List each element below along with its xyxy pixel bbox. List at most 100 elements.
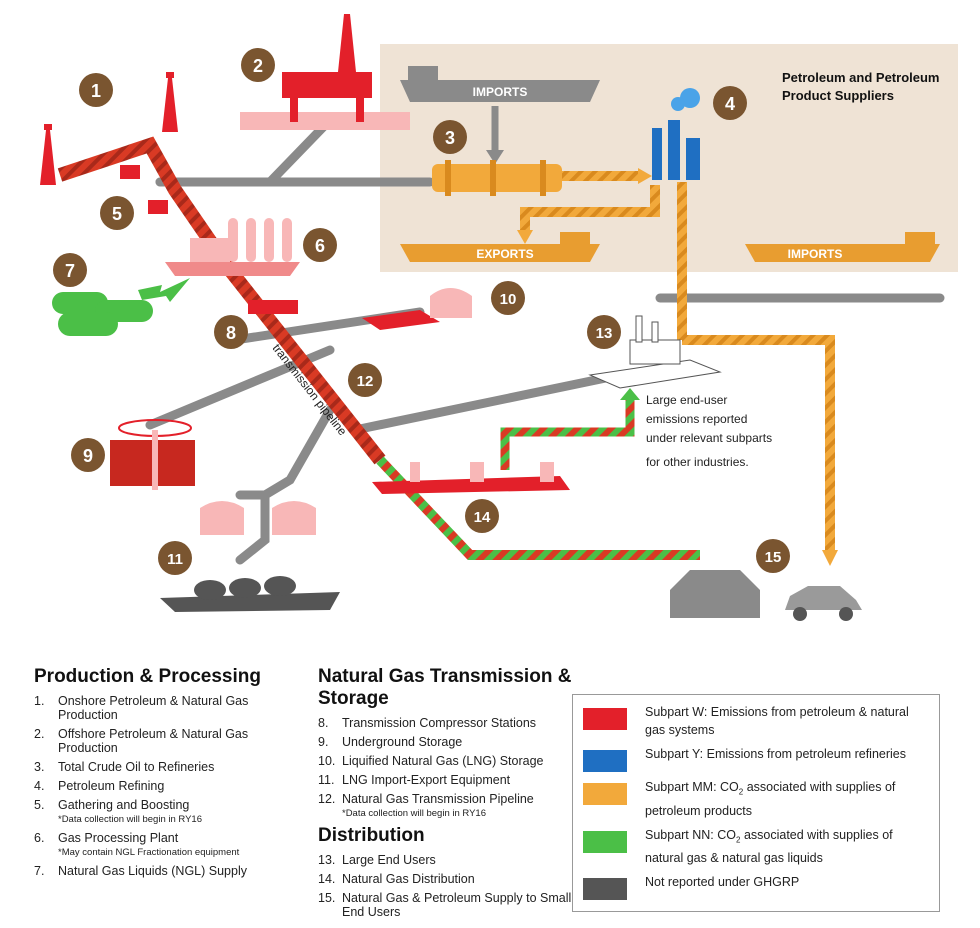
key-label-text: Subpart W: Emissions from petroleum & na… — [645, 705, 909, 737]
small-end-user-house — [670, 570, 760, 618]
svg-text:15: 15 — [765, 549, 782, 566]
compressor-station — [248, 300, 298, 314]
distribution-station — [372, 462, 570, 494]
color-key: Subpart W: Emissions from petroleum & na… — [572, 694, 940, 912]
gas-processing-plant — [165, 218, 300, 276]
callout-12: 12 — [348, 363, 382, 397]
legend-item-text: LNG Import-Export Equipment — [342, 773, 511, 787]
svg-text:14: 14 — [474, 509, 491, 526]
key-row: Subpart W: Emissions from petroleum & na… — [583, 703, 929, 739]
legend-item: 1. Onshore Petroleum & Natural Gas Produc… — [34, 694, 304, 722]
legend-item-note: *Data collection will begin in RY16 — [58, 814, 202, 825]
supplier-title-line2: Product Suppliers — [782, 88, 894, 103]
legend-item-number: 4. — [34, 779, 45, 793]
svg-text:9: 9 — [83, 446, 93, 466]
key-row: Subpart NN: CO2 associated with supplies… — [583, 826, 929, 868]
legend-item-text: Offshore Petroleum & Natural Gas Product… — [58, 727, 249, 755]
production-list: 1. Onshore Petroleum & Natural Gas Produc… — [34, 694, 304, 878]
exports-ship: EXPORTS — [400, 232, 600, 262]
key-label: Subpart NN: CO2 associated with supplies… — [645, 826, 929, 868]
key-swatch — [583, 708, 627, 730]
supplier-title-line1: Petroleum and Petroleum — [782, 70, 939, 85]
gathering-compressor-2 — [148, 200, 168, 214]
legend-item-text: Gathering and Boosting — [58, 798, 190, 812]
legend-item-number: 11. — [318, 773, 335, 787]
lng-storage — [362, 288, 472, 330]
legend-item: 4. Petroleum Refining — [34, 779, 304, 793]
imports-top-label: IMPORTS — [473, 85, 528, 99]
callout-2: 2 — [241, 48, 275, 82]
svg-text:under relevant subparts: under relevant subparts — [646, 431, 772, 445]
legend-item: 6.Gas Processing Plant*May contain NGL F… — [34, 831, 304, 859]
legend-item-text: Transmission Compressor Stations — [342, 716, 537, 730]
legend-item-note: *Data collection will begin in RY16 — [342, 808, 486, 819]
legend-item-number: 1. — [34, 694, 45, 708]
svg-text:3: 3 — [445, 128, 455, 148]
legend-item-number: 15. — [318, 891, 336, 905]
key-label-text: Subpart MM: CO — [645, 780, 739, 794]
callout-9: 9 — [71, 438, 105, 472]
legend-item: 5. Gathering and Boosting *Data collection… — [34, 798, 304, 826]
legend-item: 12.Natural Gas Transmission Pipeline*Dat… — [318, 792, 578, 820]
key-swatch — [583, 783, 627, 805]
legend-item: 7.Natural Gas Liquids (NGL) Supply — [34, 864, 304, 878]
legend-item: 2.Offshore Petroleum & Natural Gas Produ… — [34, 727, 304, 755]
legend-item-number: 13. — [318, 853, 336, 867]
callout-4: 4 — [713, 86, 747, 120]
legend-item-text: Liquified Natural Gas (LNG) Storage — [342, 754, 544, 768]
legend-item-number: 3. — [34, 760, 45, 774]
legend-item-text: Gas Processing Plant — [58, 831, 179, 845]
key-label-text: Not reported under GHGRP — [645, 875, 800, 889]
legend-item-number: 10. — [318, 754, 336, 768]
callout-11: 11 — [158, 541, 192, 575]
gray-connectors — [145, 115, 945, 565]
refinery — [652, 88, 700, 180]
production-legend: Production & Processing 1. Onshore Petrol… — [34, 666, 304, 883]
key-row: Not reported under GHGRP — [583, 873, 929, 900]
small-end-user-car — [785, 586, 862, 621]
offshore-platform — [240, 14, 410, 130]
key-label: Subpart MM: CO2 associated with supplies… — [645, 778, 929, 820]
imports-right-label: IMPORTS — [788, 247, 843, 261]
key-label-subscript: 2 — [736, 835, 741, 844]
svg-text:13: 13 — [596, 325, 613, 342]
svg-text:12: 12 — [357, 373, 374, 390]
legend-item-number: 14. — [318, 872, 336, 886]
imports-ship-right: IMPORTS — [745, 232, 940, 262]
exports-label: EXPORTS — [476, 247, 533, 261]
imports-ship-top: IMPORTS — [400, 66, 600, 102]
ngl-arrow — [138, 278, 190, 302]
key-label: Subpart W: Emissions from petroleum & na… — [645, 703, 929, 739]
svg-text:8: 8 — [226, 323, 236, 343]
petroleum-flows — [517, 168, 838, 566]
callout-15: 15 — [756, 539, 790, 573]
svg-text:for other industries.: for other industries. — [646, 455, 749, 469]
large-end-user-pipeline — [500, 398, 635, 470]
svg-text:Large end-user: Large end-user — [646, 393, 727, 407]
underground-storage — [110, 419, 195, 490]
svg-text:5: 5 — [112, 204, 122, 224]
key-label-subscript: 2 — [738, 787, 744, 797]
legend-item-number: 5. — [34, 798, 45, 812]
svg-text:2: 2 — [253, 56, 263, 76]
transmission-pipeline — [57, 136, 386, 465]
svg-text:1: 1 — [91, 81, 101, 101]
production-title: Production & Processing — [34, 666, 261, 687]
legend-item: 14.Natural Gas Distribution — [318, 872, 578, 886]
legend-item-text: Petroleum Refining — [58, 779, 165, 793]
distribution-list: 13. Large End Users 14.Natural Gas Distrib… — [318, 853, 578, 919]
legend-item-number: 12. — [318, 792, 336, 806]
key-swatch — [583, 830, 627, 853]
oil-gas-supply-chain-diagram: Petroleum and Petroleum Product Supplier… — [40, 14, 958, 621]
legend-item-text: Natural Gas & Petroleum Supply to Small … — [342, 891, 572, 919]
distribution-title: Distribution — [318, 825, 425, 846]
svg-text:7: 7 — [65, 261, 75, 281]
legend-item: 15. Natural Gas & Petroleum Supply to Sma… — [318, 891, 578, 919]
callout-10: 10 — [491, 281, 525, 315]
end-user-note: Large end-user emissions reported under … — [646, 393, 772, 469]
legend-item-number: 9. — [318, 735, 329, 749]
callout-3: 3 — [433, 120, 467, 154]
transmission-legend: Natural Gas Transmission & Storage 8.Tra… — [318, 666, 578, 924]
legend-item-text: Onshore Petroleum & Natural Gas Producti… — [58, 694, 249, 722]
legend-item-text: Large End Users — [342, 853, 436, 867]
